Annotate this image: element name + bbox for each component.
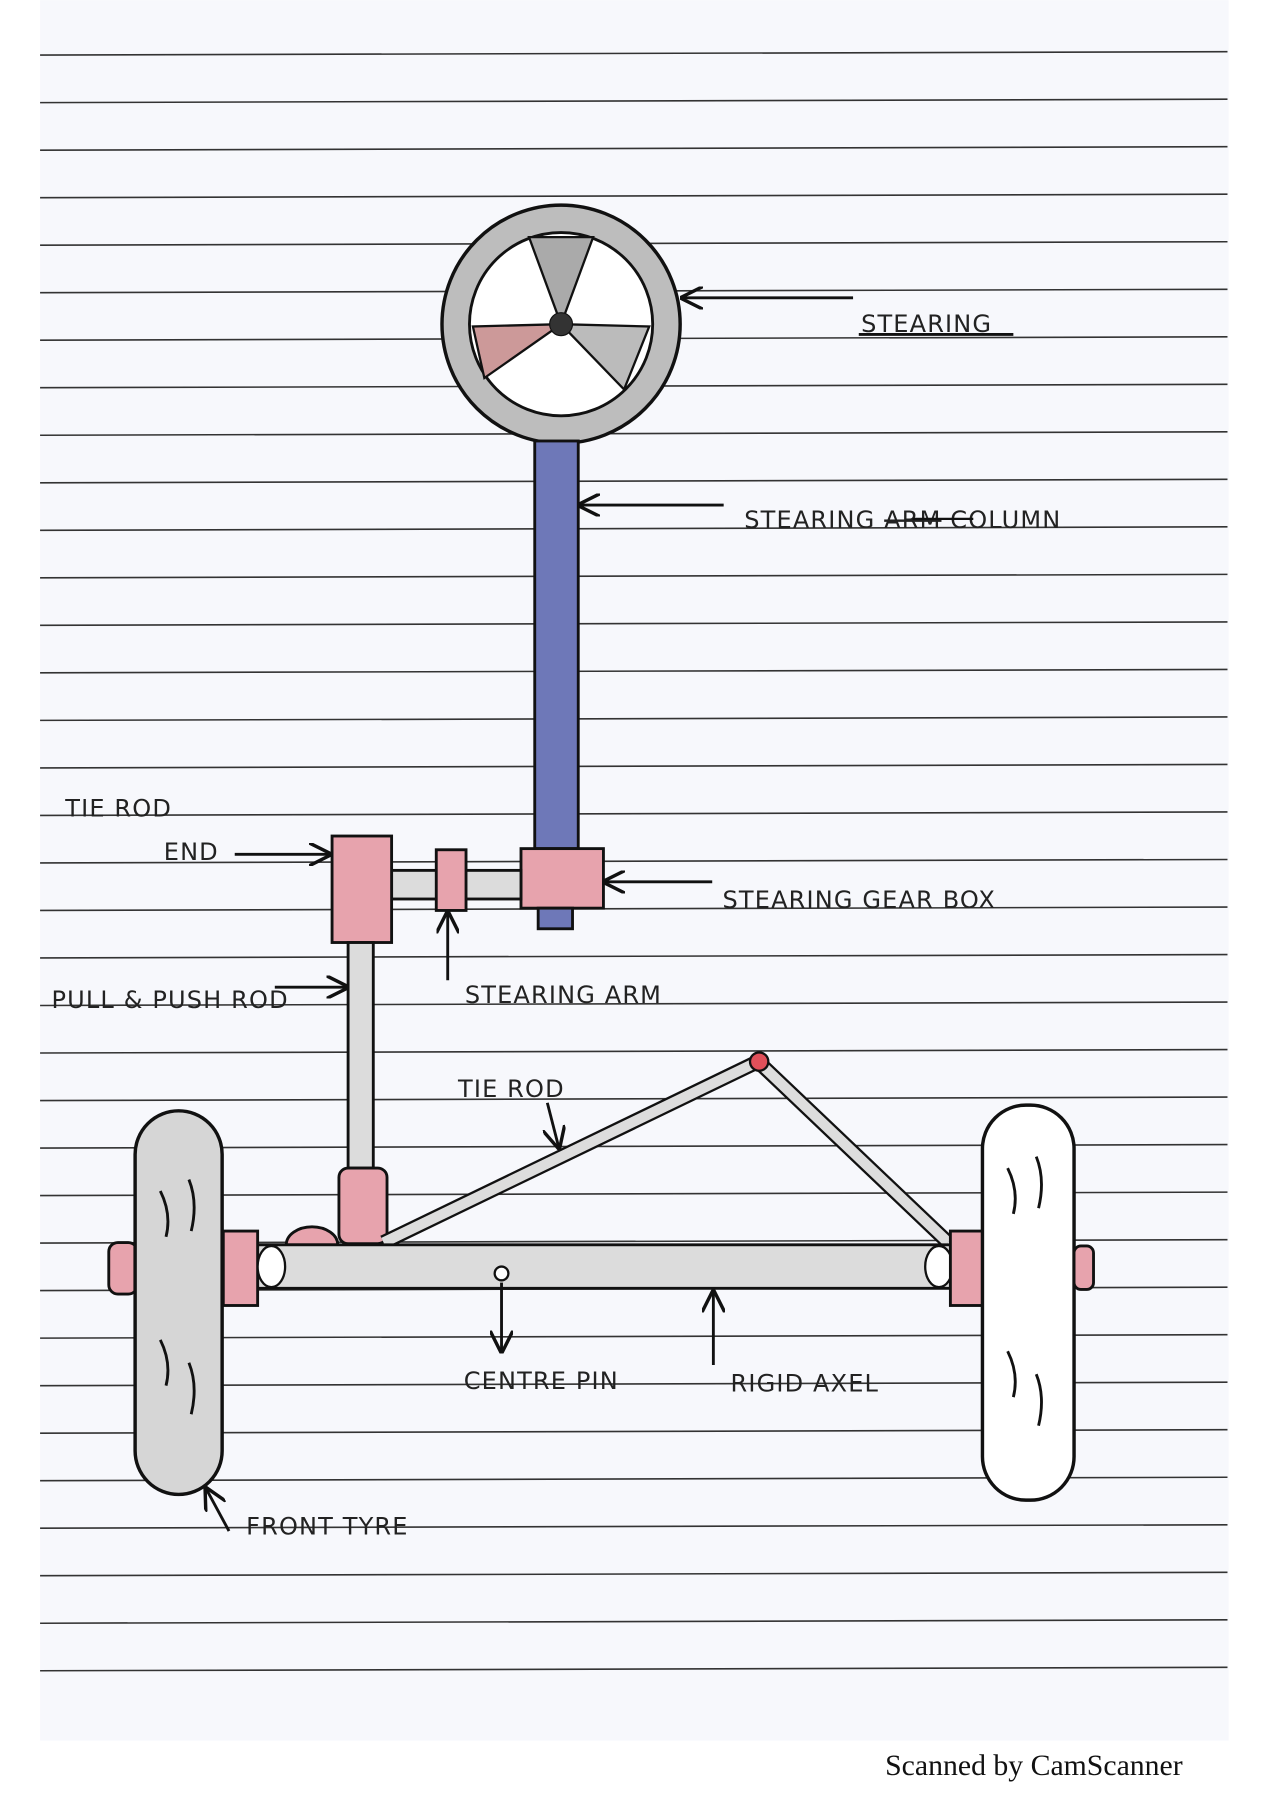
ruled-line xyxy=(40,858,1228,864)
ruled-line xyxy=(40,1048,1228,1054)
ruled-line xyxy=(40,668,1228,674)
ruled-line xyxy=(40,50,1228,56)
ruled-line xyxy=(40,716,1228,722)
ruled-line xyxy=(40,1619,1228,1625)
steering-column xyxy=(533,439,580,851)
drop-arm-joint xyxy=(337,1166,389,1246)
label-front-tyre: FRONT TYRE xyxy=(246,1513,408,1541)
label-steering-gear-box: STEARING GEAR BOX xyxy=(723,886,997,914)
front-tyre-left xyxy=(107,1109,287,1497)
ruled-line xyxy=(40,1571,1228,1577)
front-tyre-right xyxy=(924,1103,1095,1502)
pull-push-rod xyxy=(346,941,375,1170)
ruled-line xyxy=(40,811,1228,817)
centre-pin xyxy=(493,1265,510,1282)
ruled-line xyxy=(40,573,1228,579)
ruled-line xyxy=(40,1096,1228,1102)
ruled-line xyxy=(40,526,1228,532)
knuckle xyxy=(284,1225,340,1247)
steering-wheel xyxy=(440,203,682,445)
label-tie-rod-end-2: END xyxy=(164,838,219,866)
ruled-line xyxy=(40,145,1228,151)
ruled-line xyxy=(40,953,1228,959)
ruled-line xyxy=(40,478,1228,484)
label-tie-rod-end-1: TIE ROD xyxy=(64,795,172,823)
ruled-line xyxy=(40,1666,1228,1672)
steering-arm-block xyxy=(434,848,468,912)
tie-rod-end xyxy=(330,834,394,944)
label-pull-push-rod: PULL & PUSH ROD xyxy=(52,986,289,1014)
steering-gear-box xyxy=(519,847,605,910)
label-rigid-axel: RIGID AXEL xyxy=(731,1369,880,1397)
ruled-line xyxy=(40,431,1228,437)
gear-box-shaft xyxy=(536,906,574,931)
label-centre-pin: CENTRE PIN xyxy=(464,1367,619,1395)
ruled-line xyxy=(40,1001,1228,1007)
ruled-line xyxy=(40,193,1228,199)
ruled-line xyxy=(40,98,1228,104)
camscanner-watermark: Scanned by CamScanner xyxy=(885,1749,1183,1782)
ruled-line xyxy=(40,763,1228,769)
label-steering-arm: STEARING ARM xyxy=(465,981,662,1009)
label-steering-column: STEARING ARM COLUMN xyxy=(744,506,1061,534)
ruled-line xyxy=(40,906,1228,912)
rigid-axle xyxy=(256,1243,952,1290)
label-steering: STEARING xyxy=(861,310,992,338)
ruled-line xyxy=(40,1523,1228,1530)
pointer-arrows xyxy=(206,298,1014,1532)
ruled-line xyxy=(40,621,1228,627)
ball-joint xyxy=(748,1051,770,1072)
label-tie-rod: TIE ROD xyxy=(457,1075,565,1103)
